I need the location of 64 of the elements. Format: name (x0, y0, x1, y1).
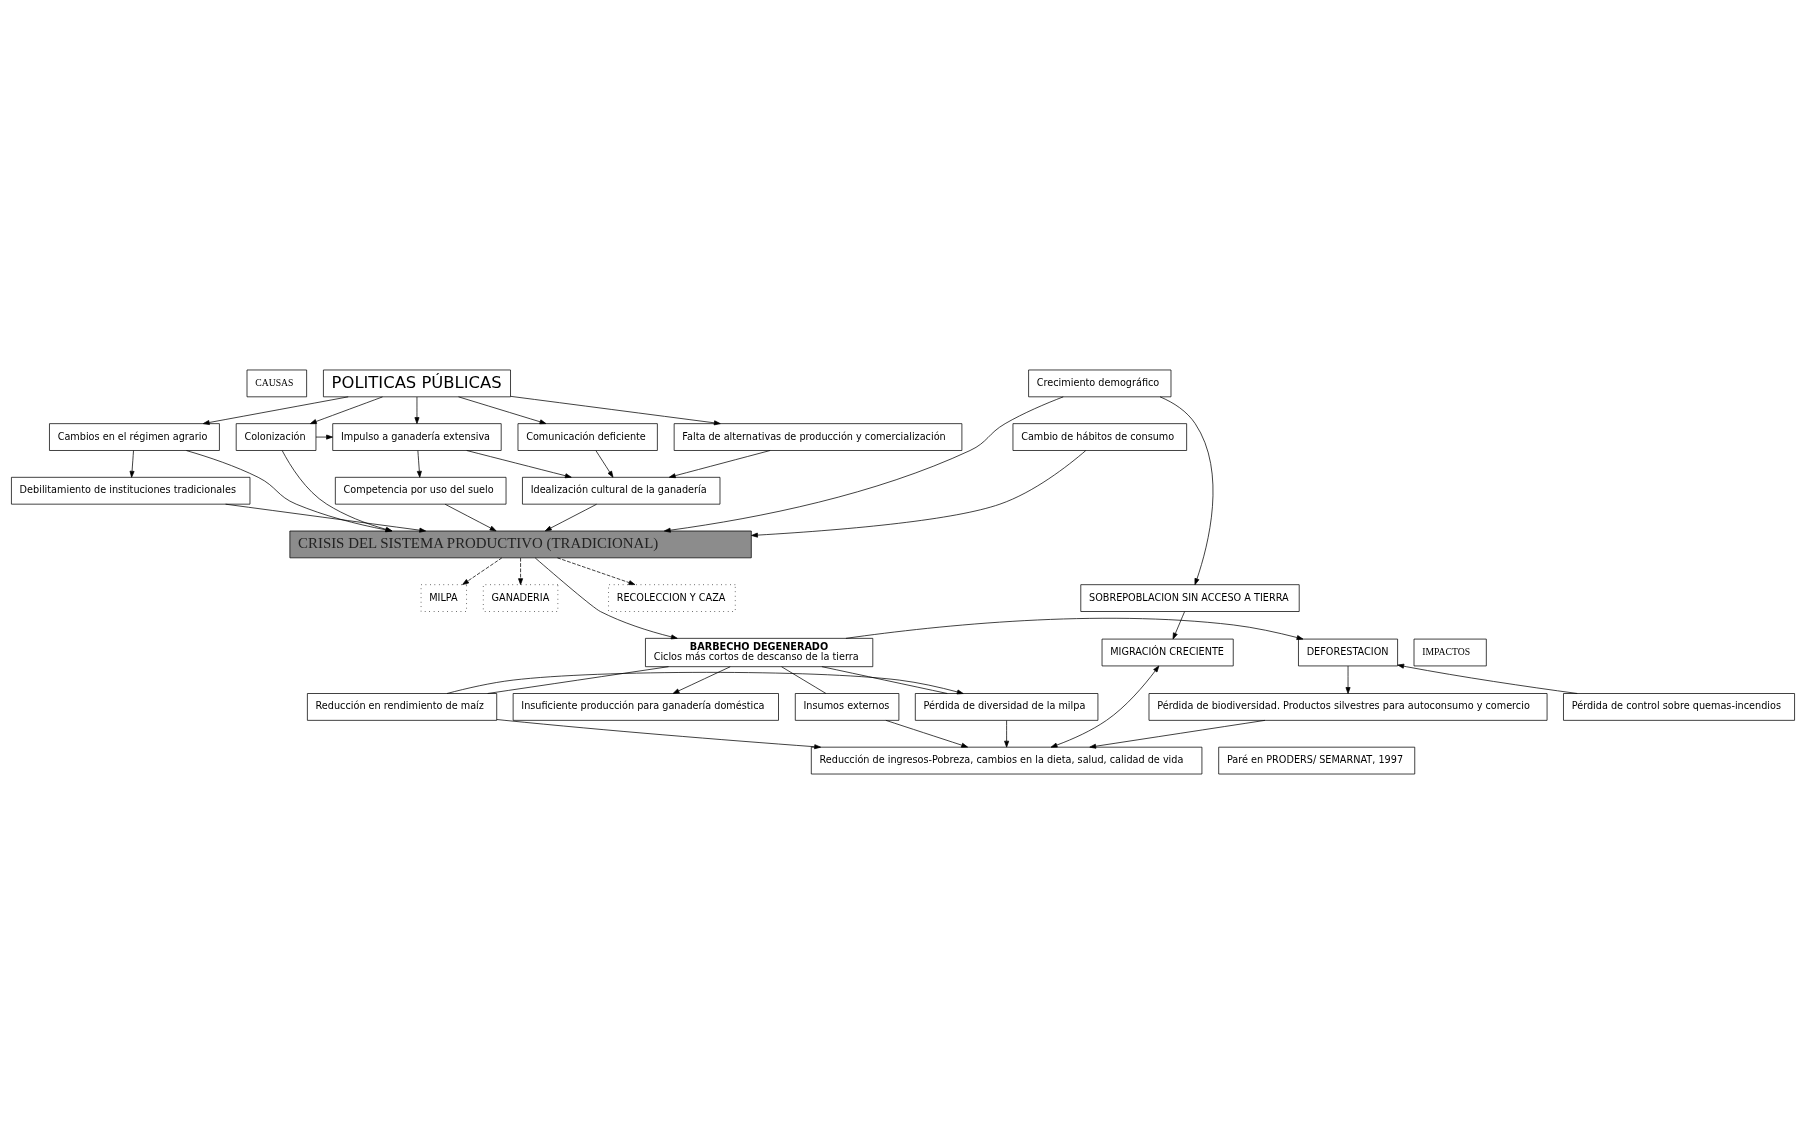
arrow (845, 617, 1304, 640)
connector (487, 665, 669, 694)
arrow (466, 449, 572, 478)
connector (781, 665, 827, 694)
node-box: Pérdida de control sobre quemas-incendios (1563, 692, 1795, 721)
arrow (446, 671, 964, 694)
arrow (1050, 665, 1160, 748)
arrow (202, 395, 349, 425)
node-box: Crecimiento demográfico (1028, 369, 1172, 397)
arrow (534, 557, 678, 639)
arrow (1172, 610, 1185, 639)
node-box: Pérdida de diversidad de la milpa (914, 692, 1099, 721)
node-box: Cambio de hábitos de consumo (1012, 422, 1188, 451)
node-box: Colonización (235, 422, 317, 451)
node-box: Idealización cultural de la ganadería (522, 476, 721, 505)
arrow (751, 449, 1087, 538)
arrow (668, 449, 771, 478)
node-box: Falta de alternativas de producción y comercialización (673, 422, 963, 451)
arrow (1089, 719, 1266, 749)
node-box: CAUSAS (246, 369, 307, 397)
arrow (129, 449, 135, 478)
arrow (1004, 719, 1010, 747)
arrow (544, 503, 597, 531)
node-box: Insuficiente producción para ganadería doméstica (512, 692, 779, 721)
node-box: Comunicación deficiente (517, 422, 658, 451)
arrow (557, 557, 636, 585)
connector (821, 665, 948, 694)
arrow (310, 396, 383, 424)
node-box: Reducción de ingresos-Pobreza, cambios en la dieta, salud, calidad de vida (810, 746, 1203, 774)
arrow (444, 503, 497, 531)
node-box: GANADERIA (482, 583, 559, 612)
arrow (496, 718, 821, 749)
node-box: DEFORESTACION (1298, 638, 1398, 666)
node-box: Cambios en el régimen agrario (49, 422, 220, 451)
node-box: Impulso a ganadería extensiva (332, 422, 502, 451)
node-box: POLITICAS PÚBLICAS (323, 369, 511, 397)
node-box: Insumos externos (794, 692, 900, 721)
node-box: SOBREPOBLACION SIN ACCESO A TIERRA (1080, 583, 1300, 612)
node-box: CRISIS DEL SISTEMA PRODUCTIVO (TRADICIONAL) (289, 530, 752, 558)
arrow (414, 396, 420, 424)
node-box: RECOLECCION Y CAZA (608, 583, 736, 612)
arrow (595, 449, 614, 478)
arrow (225, 503, 426, 533)
node-box: IMPACTOS (1413, 638, 1487, 666)
arrow (518, 557, 524, 585)
arrow (186, 449, 393, 532)
arrow (1397, 663, 1578, 694)
arrow (416, 449, 422, 478)
node-box: Debilitamiento de instituciones tradicionales (11, 476, 251, 505)
arrow (510, 395, 721, 425)
node-box: Paré en PRODERS/ SEMARNAT, 1997 (1218, 746, 1416, 774)
node-box: BARBECHO DEGENERADO Ciclos más cortos de descanso de la tierra (645, 637, 874, 667)
arrow (672, 665, 731, 694)
arrow (315, 434, 333, 440)
arrow (885, 719, 968, 748)
node-box: Pérdida de biodiversidad. Productos silvestres para autoconsumo y comercio (1148, 692, 1548, 721)
arrow (1345, 665, 1351, 694)
node-box: MILPA (420, 583, 467, 612)
node-box: Reducción en rendimiento de maíz (307, 692, 498, 721)
node-box: MIGRACIÓN CRECIENTE (1101, 638, 1234, 666)
arrow (1159, 395, 1214, 585)
node-box: Competencia por uso del suelo (334, 476, 507, 505)
arrow (462, 557, 503, 585)
arrow (281, 449, 393, 532)
